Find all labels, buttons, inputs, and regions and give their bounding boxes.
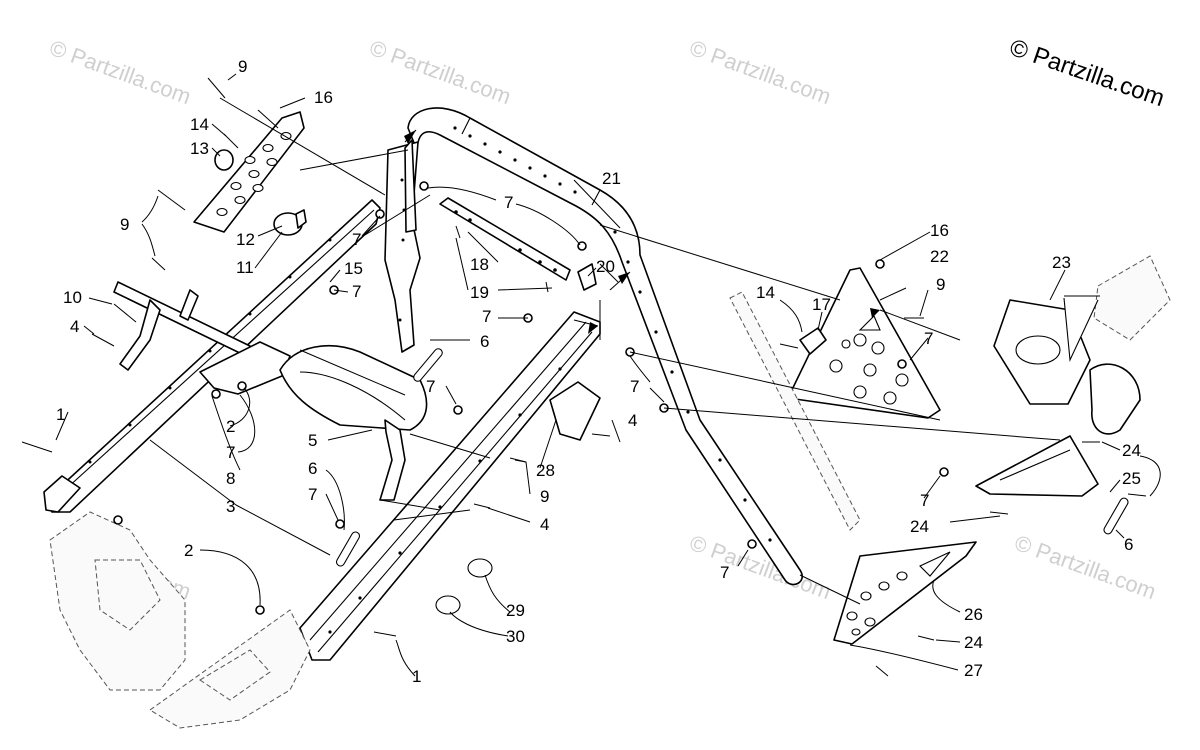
- callout-6: 6: [1124, 535, 1133, 554]
- strap: [335, 348, 1129, 567]
- callout-7: 7: [308, 485, 317, 504]
- callout-7: 7: [426, 377, 435, 396]
- callout-7: 7: [924, 329, 933, 348]
- callout-30: 30: [506, 627, 525, 646]
- front-body-right: [149, 609, 311, 729]
- callout-14: 14: [190, 115, 209, 134]
- switch-module: [273, 209, 307, 236]
- callout-9: 9: [238, 57, 247, 76]
- handle-bar: [113, 281, 251, 371]
- strap-bracket: [439, 197, 571, 281]
- callout-22: 22: [930, 247, 949, 266]
- callout-1: 1: [412, 667, 421, 686]
- steering-post-hoop: [407, 107, 803, 586]
- lower-right-plate: [833, 541, 977, 645]
- callout-9: 9: [936, 275, 945, 294]
- left-upright-bracket: [384, 139, 421, 353]
- callout-24: 24: [910, 517, 929, 536]
- callout-18: 18: [470, 255, 489, 274]
- nut: [113, 181, 949, 615]
- spring-clip: [467, 558, 493, 578]
- callout-7: 7: [352, 230, 361, 249]
- front-body-left: [49, 511, 186, 691]
- callout-29: 29: [506, 601, 525, 620]
- callout-6: 6: [308, 459, 317, 478]
- callout-27: 27: [964, 661, 983, 680]
- callout-23: 23: [1052, 253, 1071, 272]
- callout-17: 17: [812, 295, 831, 314]
- callout-4: 4: [70, 317, 79, 336]
- callout-1: 1: [56, 405, 65, 424]
- callout-21: 21: [602, 169, 621, 188]
- callout-11: 11: [236, 258, 254, 277]
- callout-26: 26: [964, 605, 983, 624]
- callout-25: 25: [1122, 469, 1141, 488]
- callout-12: 12: [236, 230, 255, 249]
- callout-4: 4: [540, 515, 549, 534]
- seat-cover: [279, 345, 428, 501]
- callout-10: 10: [63, 288, 82, 307]
- callout-7: 7: [504, 193, 513, 212]
- handlebar-switch: [799, 327, 827, 355]
- callout-7: 7: [352, 282, 361, 301]
- callout-7: 7: [226, 443, 235, 462]
- callout-20: 20: [596, 257, 615, 276]
- clip-bracket: [577, 263, 597, 291]
- callout-7: 7: [920, 491, 929, 510]
- callout-8: 8: [226, 469, 235, 488]
- callout-9: 9: [540, 487, 549, 506]
- callout-labels: 9 16 14 13 9 12 11 10 4 1 2 7 8 3 2 7 15…: [56, 57, 1141, 686]
- callout-14: 14: [756, 283, 775, 302]
- rail-bracket: [549, 381, 601, 441]
- right-brace: [975, 435, 1099, 497]
- callout-4: 4: [628, 411, 637, 430]
- callout-19: 19: [470, 283, 489, 302]
- callout-15: 15: [344, 259, 363, 278]
- throttle-assembly: [993, 255, 1171, 435]
- bolt: [21, 77, 1147, 677]
- callout-13: 13: [190, 139, 209, 158]
- callout-16: 16: [930, 221, 949, 240]
- right-ghost-rail: [729, 291, 861, 531]
- callout-3: 3: [226, 497, 235, 516]
- arrow: [404, 130, 880, 334]
- callout-2: 2: [226, 417, 235, 436]
- callout-28: 28: [536, 461, 555, 480]
- control-plate: [787, 267, 941, 419]
- leader-lines: [55, 73, 1161, 677]
- callout-6: 6: [480, 332, 489, 351]
- callout-2: 2: [184, 541, 193, 560]
- callout-16: 16: [314, 88, 333, 107]
- upper-mount-plate: [193, 111, 305, 233]
- callout-7: 7: [630, 377, 639, 396]
- callout-5: 5: [308, 431, 317, 450]
- callout-9: 9: [120, 215, 129, 234]
- spring-clip: [435, 595, 461, 615]
- callout-24: 24: [1122, 441, 1141, 460]
- callout-24: 24: [964, 633, 983, 652]
- callout-7: 7: [482, 307, 491, 326]
- callout-7: 7: [720, 563, 729, 582]
- long-left-rail: [43, 199, 381, 513]
